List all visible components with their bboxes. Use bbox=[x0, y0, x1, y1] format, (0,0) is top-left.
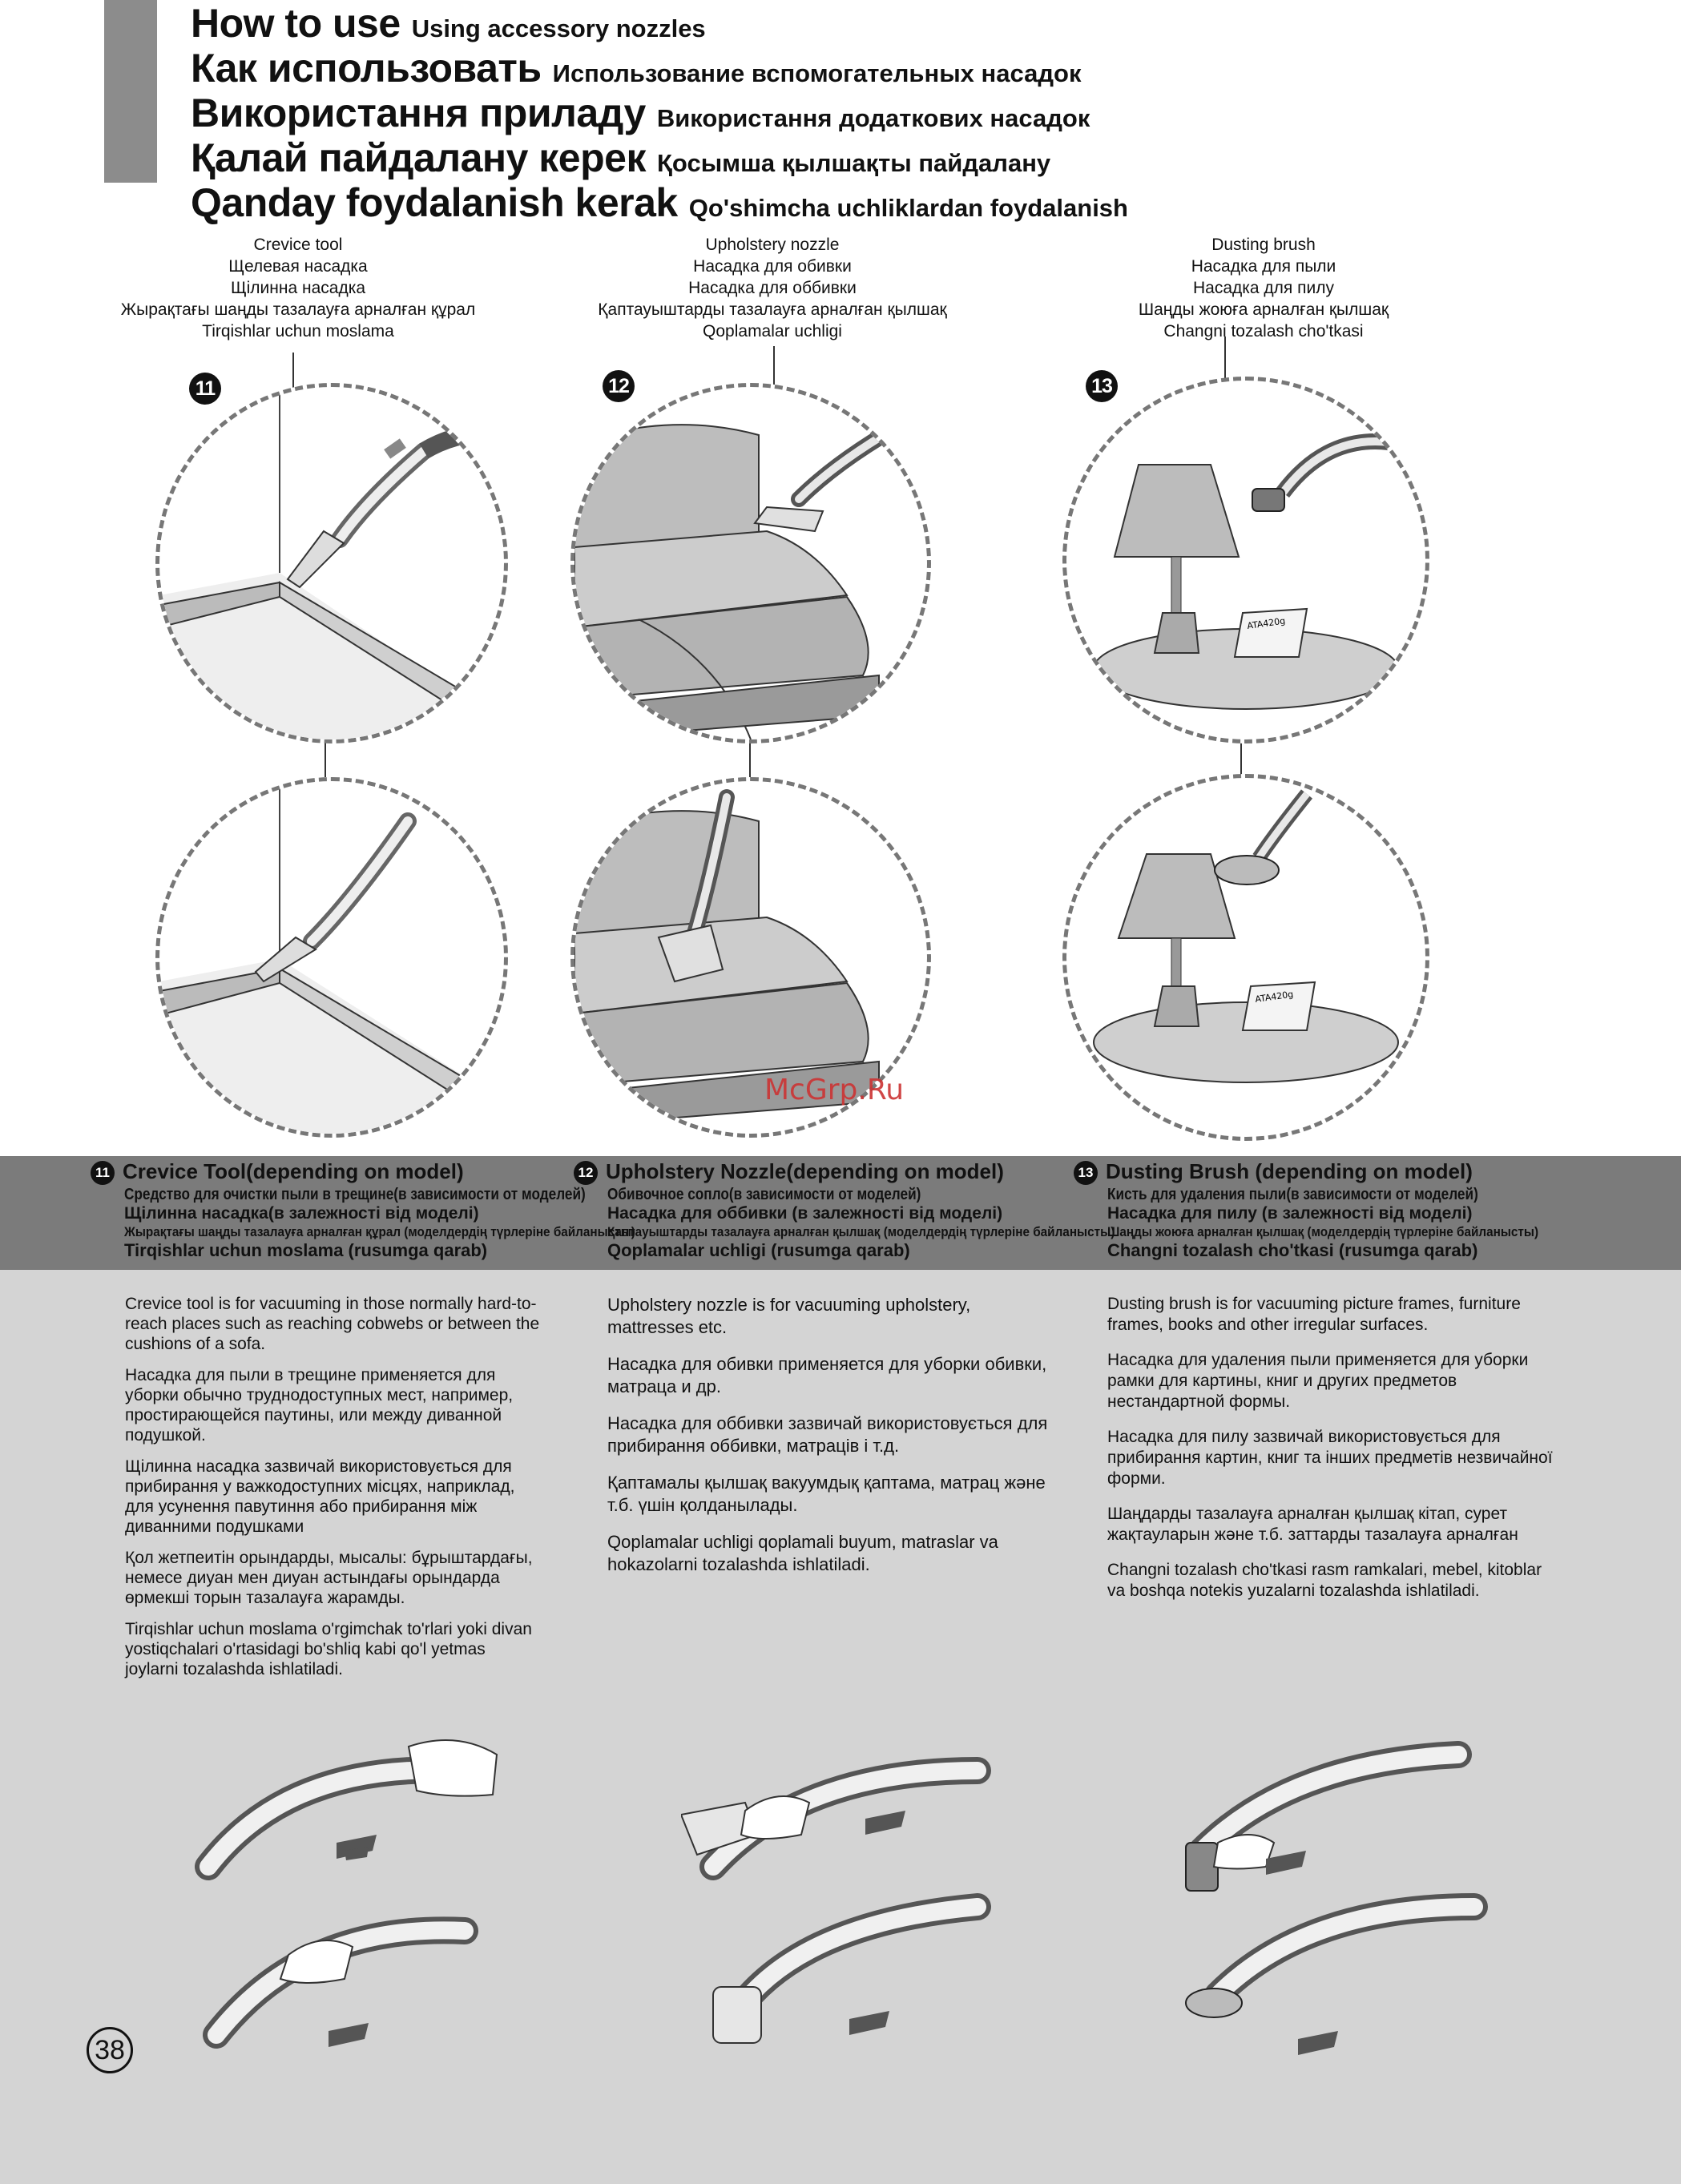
description-paragraph: Changni tozalash cho'tkasi rasm ramkalar… bbox=[1107, 1561, 1542, 1600]
description-paragraph: Шаңдарды тазалауға арналған қылшақ кітап… bbox=[1107, 1505, 1518, 1544]
upholstery-attach-illustration bbox=[681, 1723, 1002, 2059]
watermark: McGrp.Ru bbox=[764, 1074, 905, 1106]
caption-line: Насадка для обивки bbox=[693, 257, 852, 276]
band-line: Tirqishlar uchun moslama (rusumga qarab) bbox=[124, 1240, 488, 1261]
title-sub: Қосымша қылшақты пайдалану bbox=[657, 149, 1051, 177]
step-badge-small: 13 bbox=[1074, 1161, 1098, 1186]
caption-line: Насадка для оббивки bbox=[688, 279, 857, 297]
title-main: How to use bbox=[191, 1, 401, 46]
caption-line: Щелевая насадка bbox=[228, 257, 368, 276]
description-paragraph: Насадка для пыли в трещине применяется д… bbox=[125, 1366, 514, 1445]
caption-upholstery-nozzle: Upholstery nozzle Насадка для обивки Нас… bbox=[492, 234, 1053, 342]
title-sub: Использование вспомогательных насадок bbox=[552, 59, 1082, 87]
title-main: Қалай пайдалану керек bbox=[191, 135, 647, 180]
upholstery-nozzle-illustration-top bbox=[570, 383, 931, 743]
band-line: Changni tozalash cho'tkasi (rusumga qara… bbox=[1107, 1240, 1478, 1261]
leader-line bbox=[749, 735, 751, 777]
band-line: Шаңды жоюға арналған қылшақ (моделдердің… bbox=[1107, 1224, 1539, 1240]
description-paragraph: Қол жетпеитін орындарды, мысалы: бұрышта… bbox=[125, 1549, 533, 1607]
upholstery-nozzle-illustration-bottom bbox=[570, 777, 931, 1138]
description-panel bbox=[0, 1270, 1681, 2184]
title-row-uk: Використання приладу Використання додатко… bbox=[191, 90, 1090, 136]
crevice-tool-illustration-bottom bbox=[155, 777, 508, 1138]
section-heading-band bbox=[0, 1156, 1681, 1270]
description-paragraph: Насадка для пилу зазвичай використовуєть… bbox=[1107, 1428, 1553, 1488]
band-line: Кисть для удаления пыли(в зависимости от… bbox=[1107, 1186, 1478, 1204]
caption-line: Tirqishlar uchun moslama bbox=[202, 322, 394, 340]
description-paragraph: Насадка для оббивки зазвичай використову… bbox=[607, 1413, 1048, 1456]
step-badge-12: 12 bbox=[603, 370, 635, 402]
leader-line bbox=[325, 735, 326, 777]
band-line: Crevice Tool(depending on model) bbox=[123, 1159, 464, 1183]
title-row-en: How to use Using accessory nozzles bbox=[191, 0, 706, 46]
step-badge-small: 12 bbox=[574, 1161, 598, 1186]
caption-line: Crevice tool bbox=[253, 236, 343, 254]
description-paragraph: Upholstery nozzle is for vacuuming uphol… bbox=[607, 1295, 971, 1337]
description-paragraph: Crevice tool is for vacuuming in those n… bbox=[125, 1295, 540, 1353]
band-line: Қаптауыштарды тазалауға арналған қылшақ … bbox=[607, 1224, 1115, 1240]
description-paragraph: Qoplamalar uchligi qoplamali buyum, matr… bbox=[607, 1532, 998, 1574]
band-line: Dusting Brush (depending on model) bbox=[1106, 1159, 1473, 1183]
description-paragraph: Dusting brush is for vacuuming picture f… bbox=[1107, 1295, 1521, 1334]
caption-dusting-brush: Dusting brush Насадка для пыли Насадка д… bbox=[983, 234, 1544, 342]
step-badge-11: 11 bbox=[189, 373, 221, 405]
band-line: Обивочное сопло(в зависимости от моделей… bbox=[607, 1186, 921, 1204]
caption-line: Upholstery nozzle bbox=[705, 236, 840, 254]
title-main: Как использовать bbox=[191, 46, 542, 91]
dusting-attach-illustration bbox=[1170, 1723, 1490, 2059]
band-line: Насадка для оббивки (в залежності від мо… bbox=[607, 1204, 1003, 1223]
band-line: Upholstery Nozzle(depending on model) bbox=[606, 1159, 1004, 1183]
caption-line: Щілинна насадка bbox=[230, 279, 366, 297]
band-heading-crevice: 11 Crevice Tool(depending on model) Средс… bbox=[91, 1159, 692, 1261]
caption-crevice-tool: Crevice tool Щелевая насадка Щілинна нас… bbox=[18, 234, 578, 342]
band-line: Средство для очистки пыли в трещине(в за… bbox=[124, 1186, 586, 1204]
caption-line: Changni tozalash cho'tkasi bbox=[1163, 322, 1364, 340]
band-heading-dusting: 13 Dusting Brush (depending on model) Кис… bbox=[1074, 1159, 1586, 1261]
title-row-kk: Қалай пайдалану керек Қосымша қылшақты па… bbox=[191, 135, 1050, 181]
title-main: Qanday foydalanish kerak bbox=[191, 180, 678, 225]
title-sub: Використання додаткових насадок bbox=[656, 104, 1090, 132]
description-paragraph: Насадка для удаления пыли применяется дл… bbox=[1107, 1351, 1529, 1411]
description-dusting: Dusting brush is for vacuuming picture f… bbox=[1107, 1294, 1556, 1616]
description-upholstery: Upholstery nozzle is for vacuuming uphol… bbox=[607, 1294, 1056, 1590]
caption-line: Qoplamalar uchligi bbox=[703, 322, 842, 340]
title-sub: Using accessory nozzles bbox=[411, 14, 706, 42]
page-number: 38 bbox=[87, 2027, 133, 2073]
leader-line bbox=[1240, 735, 1242, 777]
header-side-bar bbox=[104, 0, 157, 183]
band-line: Насадка для пилу (в залежності від модел… bbox=[1107, 1204, 1473, 1223]
title-row-ru: Как использовать Использование вспомогате… bbox=[191, 45, 1081, 91]
description-crevice: Crevice tool is for vacuuming in those n… bbox=[125, 1294, 542, 1690]
dusting-brush-illustration-top: ATA420g bbox=[1062, 377, 1429, 743]
description-paragraph: Қаптамалы қылшақ вакуумдық қаптама, матр… bbox=[607, 1473, 1046, 1515]
crevice-tool-illustration-top bbox=[155, 383, 508, 743]
title-main: Використання приладу bbox=[191, 91, 646, 135]
band-line: Qoplamalar uchligi (rusumga qarab) bbox=[607, 1240, 910, 1261]
title-sub: Qo'shimcha uchliklardan foydalanish bbox=[688, 194, 1128, 222]
caption-line: Жырақтағы шаңды тазалауға арналған құрал bbox=[120, 300, 476, 319]
step-badge-small: 11 bbox=[91, 1161, 115, 1186]
crevice-attach-illustration bbox=[192, 1723, 513, 2059]
description-paragraph: Насадка для обивки применяется для уборк… bbox=[607, 1354, 1047, 1396]
dusting-brush-illustration-bottom: ATA420g bbox=[1062, 774, 1429, 1141]
band-line: Щілинна насадка(в залежності від моделі) bbox=[124, 1204, 479, 1223]
caption-line: Dusting brush bbox=[1211, 236, 1316, 254]
caption-line: Шаңды жоюға арналған қылшақ bbox=[1138, 300, 1389, 319]
description-paragraph: Щілинна насадка зазвичай використовуєтьс… bbox=[125, 1457, 515, 1536]
caption-line: Насадка для пилу bbox=[1192, 279, 1334, 297]
caption-line: Қаптауыштарды тазалауға арналған қылшақ bbox=[598, 300, 947, 319]
title-row-uz: Qanday foydalanish kerak Qo'shimcha uchli… bbox=[191, 179, 1128, 226]
band-line: Жырақтағы шаңды тазалауға арналған құрал… bbox=[124, 1224, 635, 1240]
description-paragraph: Tirqishlar uchun moslama o'rgimchak to'r… bbox=[125, 1620, 532, 1678]
step-badge-13: 13 bbox=[1086, 370, 1118, 402]
caption-line: Насадка для пыли bbox=[1191, 257, 1336, 276]
